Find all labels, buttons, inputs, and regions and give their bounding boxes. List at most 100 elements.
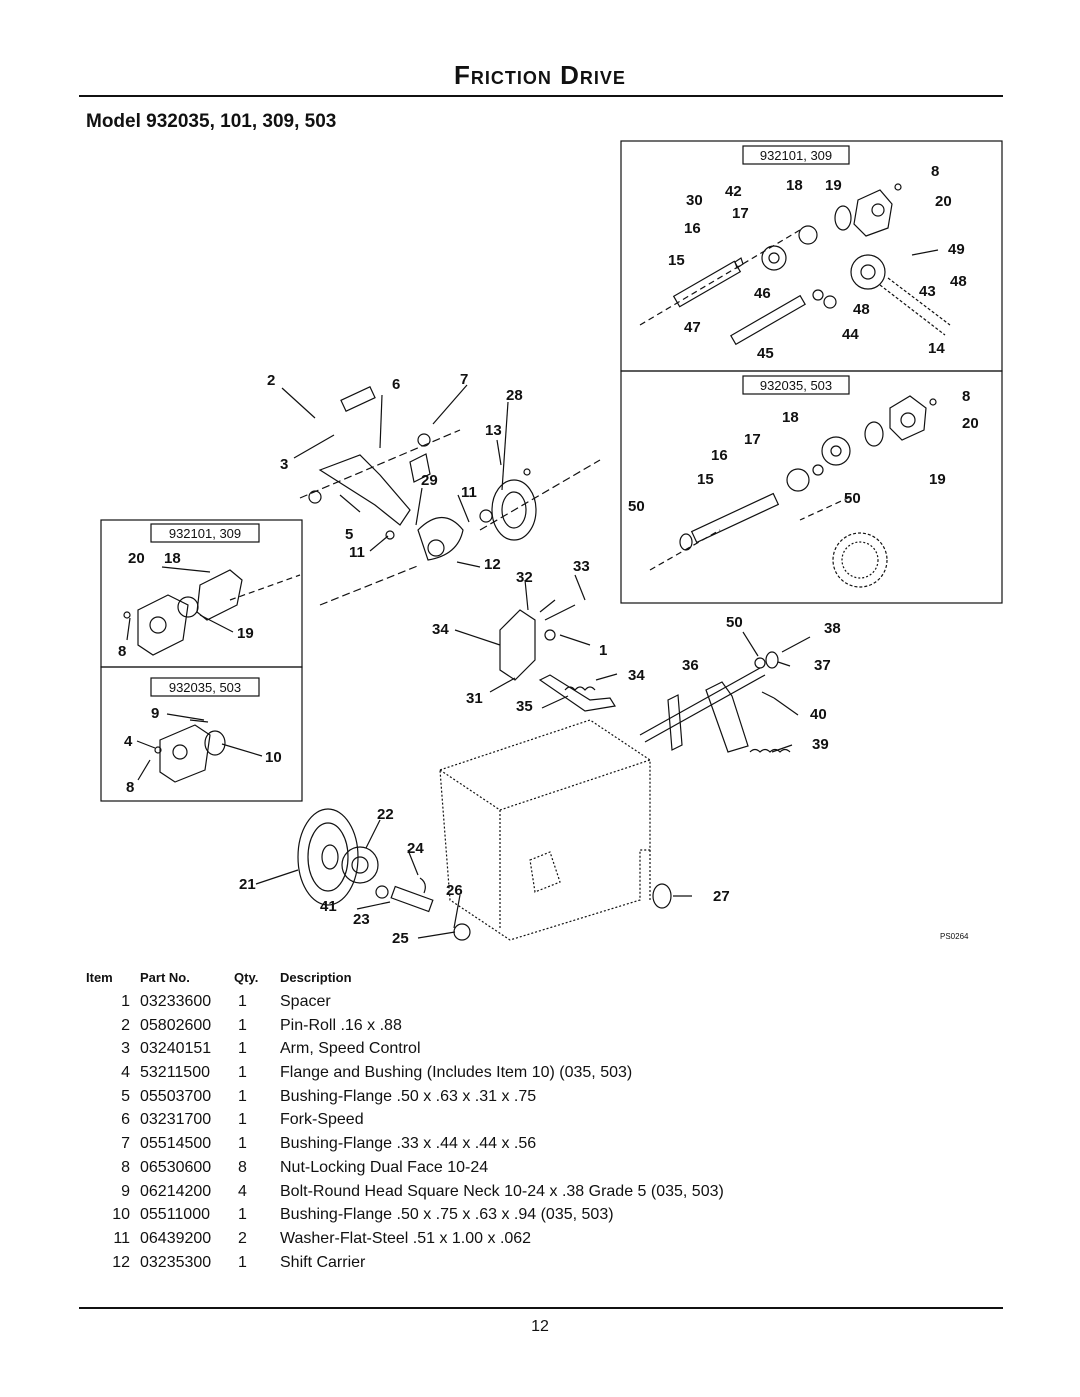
- cell-part-no: 03235300: [140, 1253, 212, 1271]
- callout-number: 19: [237, 625, 254, 642]
- inset-label-box: [150, 677, 260, 697]
- callout-number: 20: [935, 193, 952, 210]
- callout-number: 11: [461, 484, 477, 501]
- callout-number: 24: [407, 840, 424, 857]
- model-heading: Model 932035, 101, 309, 503: [86, 111, 337, 132]
- callout-number: 42: [725, 183, 742, 200]
- cell-item: 2: [121, 1016, 130, 1034]
- left-inset-assembly: [123, 569, 301, 783]
- callout-number: 8: [118, 643, 126, 660]
- table-row: 8 06530600 8 Nut-Locking Dual Face 10-24: [86, 1159, 724, 1183]
- cell-description: Spacer: [280, 993, 331, 1010]
- callout-number: 33: [573, 558, 590, 575]
- cell-item: 11: [113, 1229, 130, 1247]
- cell-part-no: 05503700: [140, 1087, 212, 1105]
- cell-description: Shift Carrier: [280, 1253, 366, 1271]
- callout-number: 45: [757, 345, 774, 362]
- callout-number: 13: [485, 422, 502, 439]
- callout-number: 10: [265, 749, 282, 766]
- callout-number: 8: [931, 163, 939, 180]
- callout-number: 8: [962, 388, 970, 405]
- cell-item: 9: [121, 1182, 130, 1200]
- friction-wheel-assembly: [297, 808, 672, 941]
- callout-number: 26: [446, 882, 463, 899]
- callout-number: 18: [782, 409, 799, 426]
- table-row: 10 05511000 1 Bushing-Flange .50 x .75 x…: [86, 1206, 724, 1230]
- cell-part-no: 03231700: [140, 1111, 212, 1129]
- callout-number: 3: [280, 456, 288, 473]
- table-row: 12 03235300 1 Shift Carrier: [86, 1254, 724, 1278]
- callout-number: 1: [599, 642, 607, 659]
- callout-number: 49: [948, 241, 965, 258]
- callout-number: 50: [844, 490, 861, 507]
- inset-frame-top-right-lower: [620, 370, 1003, 604]
- shift-plate: [499, 599, 616, 712]
- callout-number: 15: [697, 471, 714, 488]
- callout-number: 43: [919, 283, 936, 300]
- cell-qty: 1: [238, 1253, 247, 1271]
- cell-part-no: 06214200: [140, 1182, 212, 1200]
- callout-number: 41: [320, 898, 337, 915]
- callout-number: 27: [713, 888, 730, 905]
- table-row: 6 03231700 1 Fork-Speed: [86, 1111, 724, 1135]
- parts-table-header: Item Part No. Qty. Description: [86, 970, 724, 993]
- callout-number: 31: [466, 690, 483, 707]
- lower-right-assembly: [649, 395, 937, 588]
- cell-part-no: 03240151: [140, 1040, 212, 1058]
- cell-qty: 1: [238, 1040, 247, 1058]
- callout-number: 35: [516, 698, 533, 715]
- callout-number: 5: [345, 526, 353, 543]
- callout-number: 19: [929, 471, 946, 488]
- cell-description: Fork-Speed: [280, 1111, 364, 1129]
- cell-qty: 1: [238, 993, 247, 1010]
- cell-description: Arm, Speed Control: [280, 1040, 421, 1058]
- cell-item: 5: [121, 1087, 130, 1105]
- frame-housing: [439, 719, 651, 941]
- callout-number: 29: [421, 472, 438, 489]
- callout-number: 15: [668, 252, 685, 269]
- callout-number: 25: [392, 930, 409, 947]
- cell-item: 8: [121, 1158, 130, 1176]
- column-header-qty: Qty.: [234, 970, 259, 985]
- callout-number: 17: [744, 431, 761, 448]
- inset-label-text: 932035, 503: [760, 378, 832, 393]
- callout-number: 18: [786, 177, 803, 194]
- cell-item: 3: [121, 1040, 130, 1058]
- cell-part-no: 53211500: [140, 1064, 210, 1082]
- exploded-parts-diagram: 932101, 309 932035, 503 932101, 309 9320…: [100, 140, 1003, 947]
- leader-lines: [126, 384, 811, 939]
- cell-description: Flange and Bushing (Includes Item 10) (0…: [280, 1064, 633, 1082]
- callout-number: 48: [853, 301, 870, 318]
- table-row: 9 06214200 4 Bolt-Round Head Square Neck…: [86, 1183, 724, 1207]
- cell-description: Bolt-Round Head Square Neck 10-24 x .38 …: [280, 1182, 724, 1200]
- callout-number: 2: [267, 372, 275, 389]
- cell-qty: 8: [238, 1158, 247, 1176]
- cell-item: 10: [112, 1206, 130, 1224]
- callout-group-main: 2 6 7 28 3 13 29 11 5 11 12 32 33 34 1 3…: [239, 371, 841, 947]
- cell-qty: 1: [238, 1087, 247, 1105]
- cell-description: Pin-Roll .16 x .88: [280, 1016, 402, 1034]
- callout-number: 47: [684, 319, 701, 336]
- table-row: 4 53211500 1 Flange and Bushing (Include…: [86, 1064, 724, 1088]
- callout-number: 32: [516, 569, 533, 586]
- callout-number: 30: [686, 192, 703, 209]
- callout-number: 7: [460, 371, 468, 388]
- callout-number: 23: [353, 911, 370, 928]
- cell-item: 4: [121, 1064, 130, 1082]
- cell-item: 6: [121, 1111, 130, 1129]
- cell-part-no: 05514500: [140, 1135, 212, 1153]
- inset-label-box: [742, 375, 850, 395]
- table-row: 1 03233600 1 Spacer: [86, 993, 724, 1017]
- top-rule: [79, 95, 1003, 97]
- callout-number: 44: [842, 326, 859, 343]
- cell-qty: 4: [238, 1182, 247, 1200]
- callout-number: 37: [814, 657, 831, 674]
- cell-qty: 1: [238, 1206, 247, 1224]
- callout-number: 50: [726, 614, 743, 631]
- callout-number: 21: [239, 876, 256, 893]
- callout-number: 38: [824, 620, 841, 637]
- cell-part-no: 06530600: [140, 1158, 212, 1176]
- callout-number: 22: [377, 806, 394, 823]
- cell-part-no: 05511000: [140, 1206, 210, 1224]
- column-header-description: Description: [280, 970, 352, 985]
